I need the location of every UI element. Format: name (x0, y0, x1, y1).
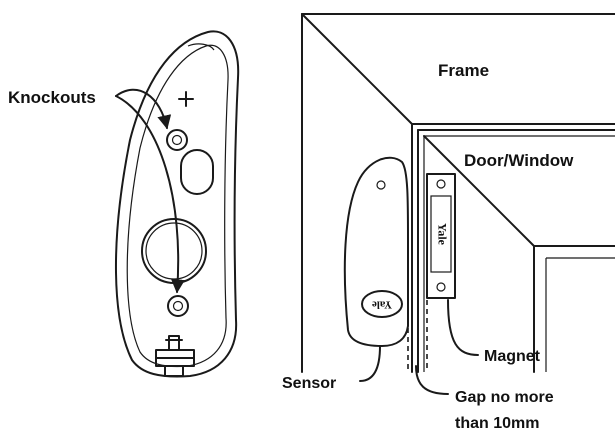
magnet-label: Magnet (484, 348, 541, 365)
sensor-brand-logo: Yale (372, 298, 392, 310)
lower-knockout (167, 295, 189, 317)
knockout-arrow-upper (115, 88, 172, 130)
frame-assembly (301, 13, 615, 373)
frame-label: Frame (438, 61, 489, 80)
top-slot (187, 43, 215, 51)
oval-slot (180, 149, 214, 195)
sensor-back-plate (115, 30, 240, 378)
sensor-label: Sensor (282, 375, 336, 392)
magnet-brand-logo: Yale (435, 223, 449, 246)
magnet-leader (447, 299, 479, 356)
sensor-unit: Yale (343, 156, 409, 347)
bottom-clip (155, 335, 195, 377)
magnet-unit: Yale (426, 173, 456, 299)
sensor-leader (359, 345, 381, 382)
door-window-label: Door/Window (464, 151, 574, 170)
back-plate-outer-shell (115, 30, 240, 378)
gap-label-line-1: Gap no more (455, 389, 554, 406)
gap-label-line-2: than 10mm (455, 415, 539, 432)
back-plate-inner-rim (126, 44, 229, 368)
knockouts-label: Knockouts (8, 88, 96, 107)
large-cable-hole (141, 218, 207, 284)
upper-knockout (166, 129, 188, 151)
gap-indicator (407, 300, 428, 370)
gap-leader (415, 365, 449, 395)
knockout-arrow-lower (115, 95, 185, 294)
mounting-cross-mark (178, 91, 194, 107)
